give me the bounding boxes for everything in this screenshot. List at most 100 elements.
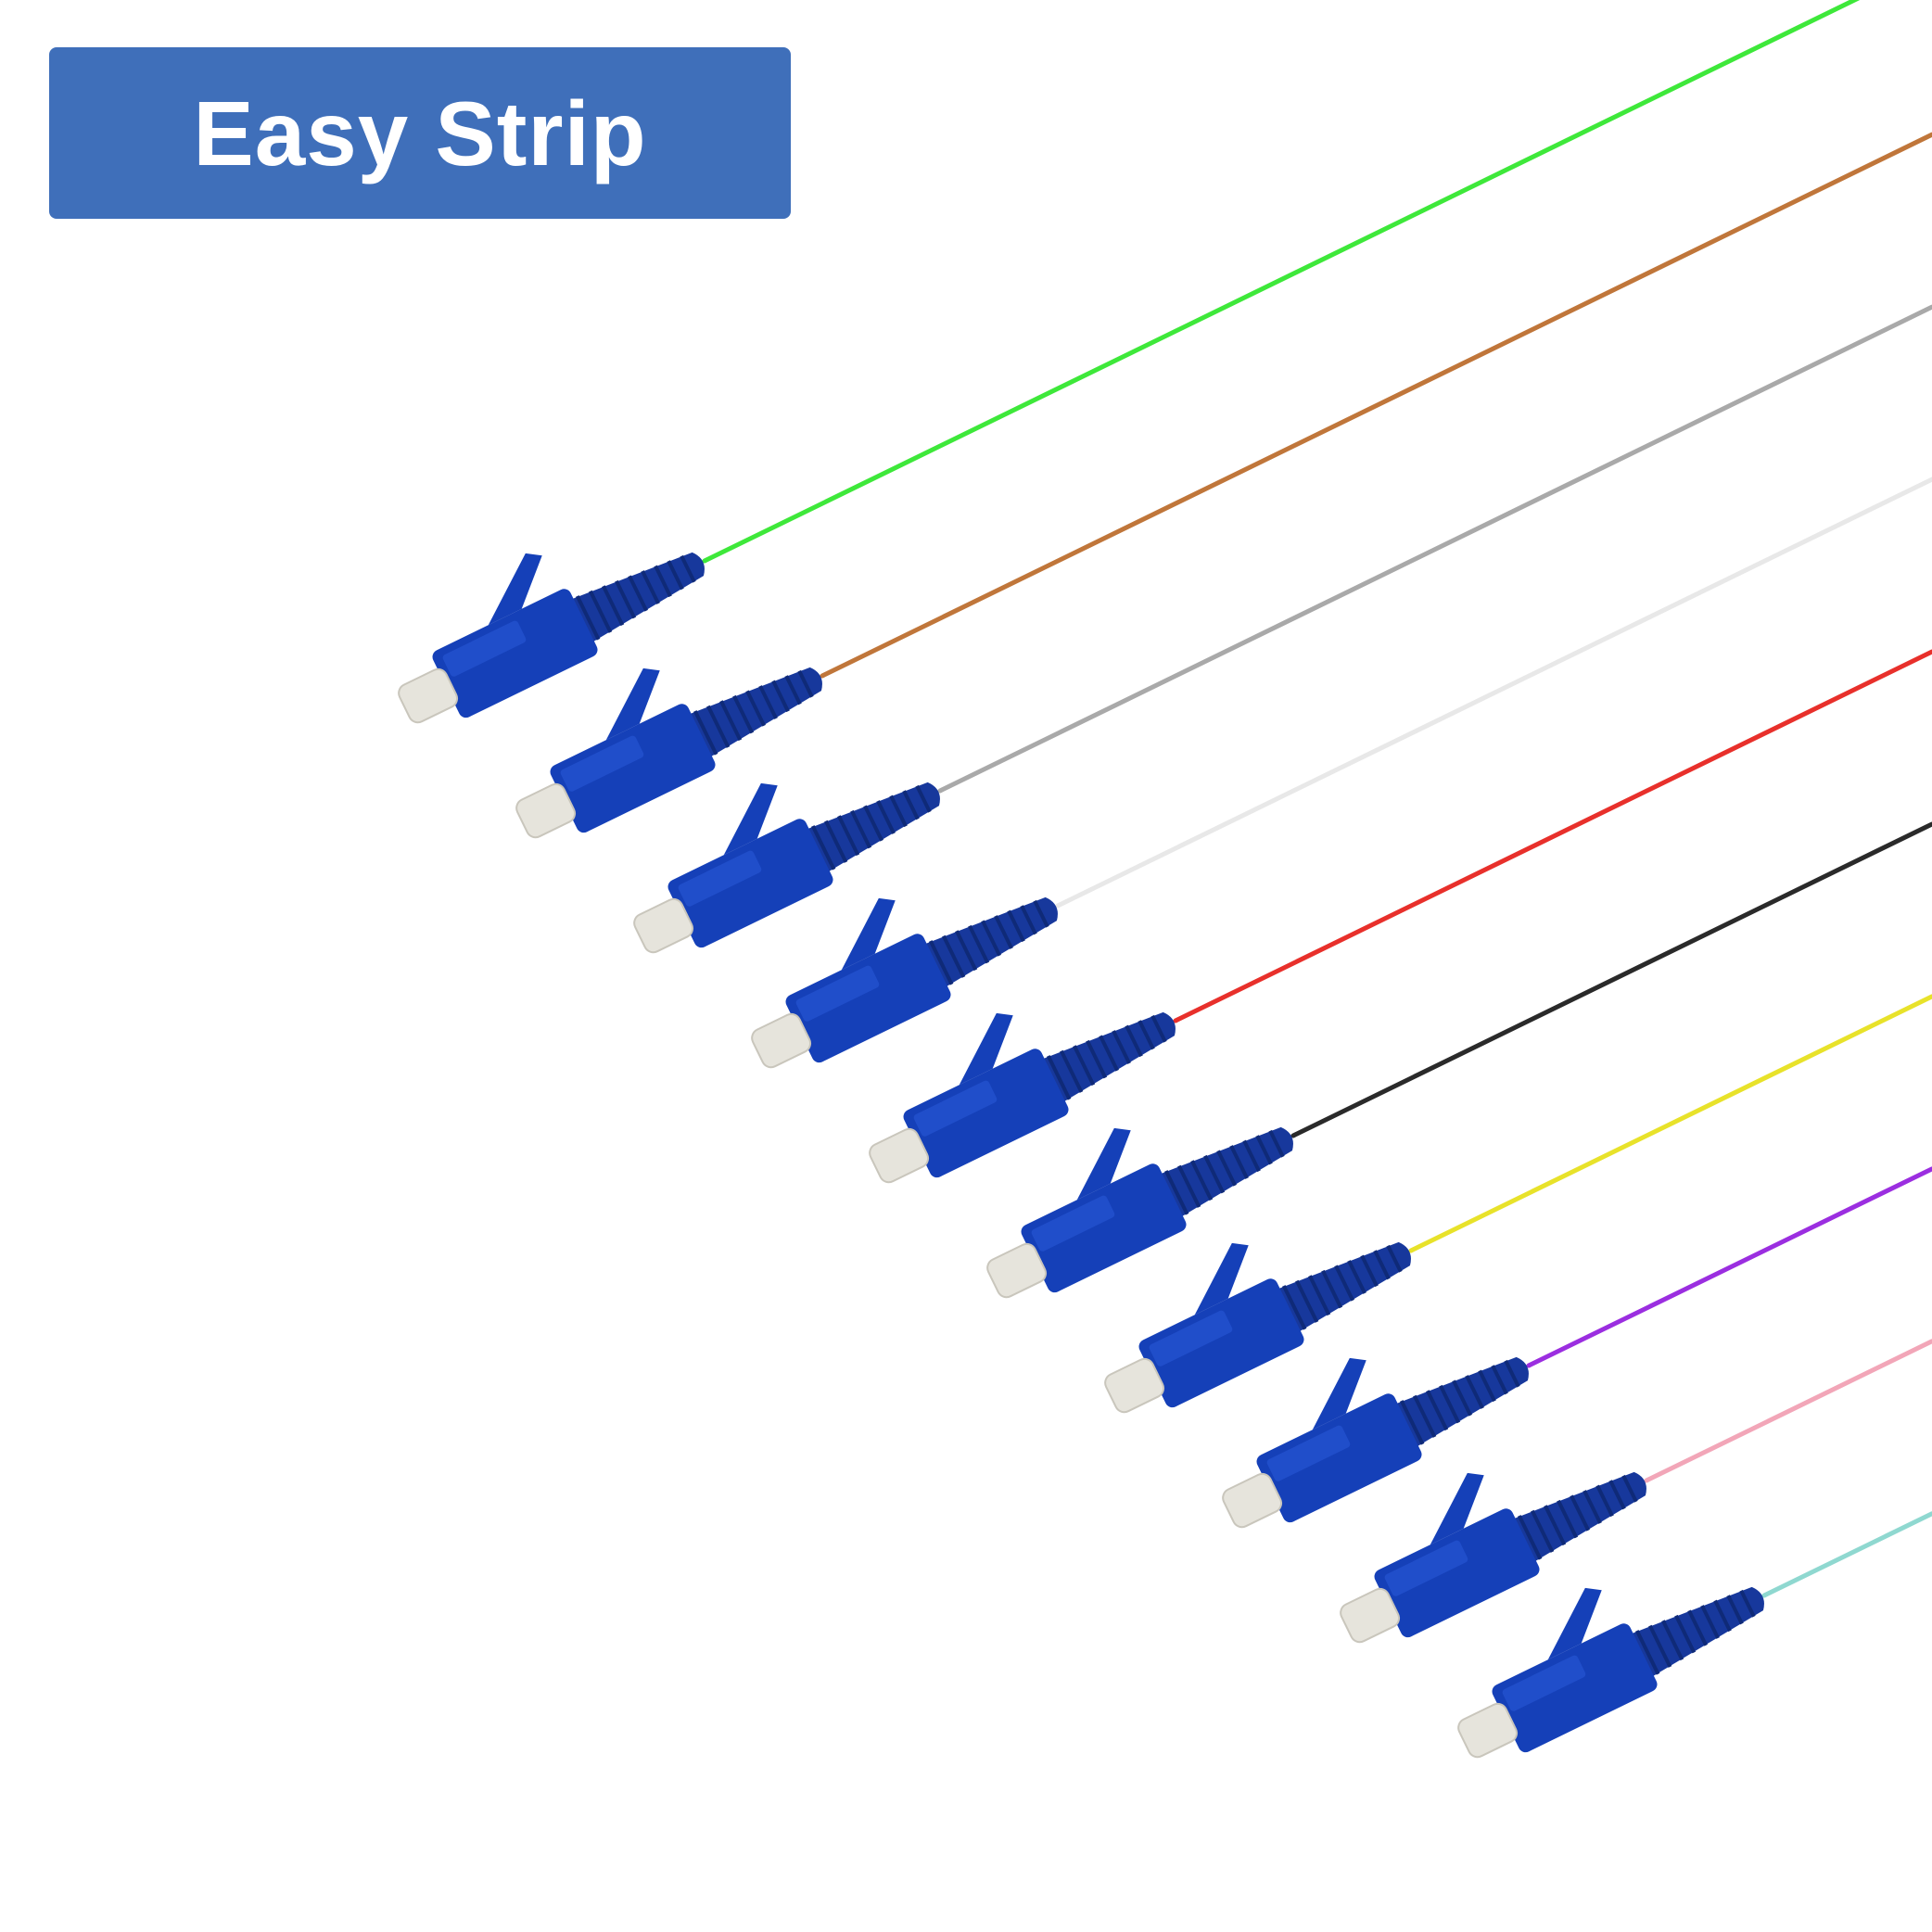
boot-rib bbox=[1112, 1030, 1131, 1064]
boot-rib bbox=[1099, 1035, 1120, 1072]
boot-rib bbox=[1347, 1260, 1366, 1294]
boot-rib bbox=[1255, 1135, 1273, 1165]
boot-rib bbox=[994, 915, 1013, 949]
boot-rib bbox=[863, 805, 884, 842]
body-highlight bbox=[1149, 1310, 1233, 1366]
connector-body bbox=[903, 1049, 1069, 1178]
boot-rib bbox=[641, 570, 660, 604]
connector-body bbox=[785, 934, 951, 1063]
body-highlight bbox=[560, 735, 644, 792]
boot-rib bbox=[693, 710, 718, 756]
boot-rib bbox=[745, 690, 767, 727]
connector-latch bbox=[605, 667, 660, 741]
boot-rib bbox=[784, 675, 802, 705]
boot-rib bbox=[1582, 1490, 1602, 1524]
body-highlight bbox=[1384, 1540, 1468, 1596]
body-highlight bbox=[1031, 1195, 1115, 1252]
boot-rib bbox=[1413, 1394, 1437, 1438]
boot-rib bbox=[1713, 1599, 1732, 1633]
badge-label: Easy Strip bbox=[193, 82, 647, 184]
boot-rib bbox=[589, 590, 613, 633]
connector-latch bbox=[1430, 1472, 1484, 1545]
connector-body bbox=[1021, 1163, 1187, 1293]
boot-rib bbox=[1360, 1254, 1379, 1288]
boot-rib bbox=[981, 920, 1002, 957]
lc-connector-9 bbox=[1340, 1471, 1646, 1644]
fiber-3 bbox=[937, 304, 1932, 794]
fiber-10 bbox=[1761, 1511, 1932, 1598]
boot-rib bbox=[1060, 1049, 1084, 1093]
connector-latch bbox=[1194, 1242, 1249, 1316]
lc-connector-5 bbox=[869, 1011, 1176, 1184]
boot-rib bbox=[1229, 1145, 1249, 1179]
boot-rib bbox=[1557, 1499, 1579, 1539]
connector-ferrule bbox=[633, 897, 694, 954]
boot-rib bbox=[902, 790, 920, 820]
boot-rib bbox=[628, 575, 649, 612]
connector-body bbox=[1374, 1508, 1540, 1638]
boot-rib bbox=[1386, 1244, 1403, 1273]
boot-rib bbox=[1007, 909, 1025, 943]
fiber-8 bbox=[1526, 1166, 1932, 1368]
boot-rib bbox=[1163, 1170, 1189, 1215]
fiber-1 bbox=[702, 0, 1861, 564]
connector-body bbox=[550, 704, 716, 833]
connectors-layer bbox=[398, 552, 1764, 1759]
boot-rib bbox=[575, 595, 601, 641]
lc-connector-7 bbox=[1104, 1241, 1411, 1414]
boot-rib bbox=[680, 554, 696, 583]
fiber-5 bbox=[1173, 649, 1932, 1023]
boot-rib bbox=[1125, 1024, 1143, 1058]
boot-rib bbox=[1687, 1609, 1709, 1646]
boot-rib bbox=[797, 669, 814, 698]
boot-rib bbox=[1621, 1474, 1638, 1503]
boot-rib bbox=[1033, 899, 1049, 928]
boot-rib bbox=[1334, 1265, 1355, 1302]
connector-ferrule bbox=[986, 1242, 1048, 1299]
boot-rib bbox=[1426, 1390, 1449, 1431]
body-highlight bbox=[913, 1080, 998, 1137]
lc-connector-3 bbox=[633, 782, 940, 954]
boot-rib bbox=[1321, 1269, 1343, 1309]
boot-rib bbox=[732, 694, 755, 734]
boot-rib bbox=[1439, 1384, 1461, 1424]
boot-rib bbox=[1203, 1154, 1226, 1194]
boot-rib bbox=[667, 560, 684, 591]
boot-rib bbox=[1295, 1279, 1319, 1323]
body-highlight bbox=[1502, 1655, 1586, 1711]
boot-rib bbox=[1190, 1160, 1214, 1201]
boot-rib bbox=[1150, 1014, 1167, 1043]
boot-rib bbox=[1739, 1589, 1756, 1618]
fiber-7 bbox=[1408, 994, 1932, 1253]
boot-rib bbox=[719, 700, 743, 742]
boot-rib bbox=[850, 809, 872, 849]
boot-rib bbox=[942, 934, 966, 978]
fiber-6 bbox=[1290, 821, 1932, 1138]
boot-rib bbox=[837, 815, 860, 857]
boot-rib bbox=[968, 924, 990, 964]
lc-connector-6 bbox=[986, 1126, 1293, 1299]
lc-connector-10 bbox=[1457, 1586, 1764, 1759]
boot-rib bbox=[1242, 1139, 1261, 1173]
boot-rib bbox=[1281, 1285, 1307, 1330]
connector-ferrule bbox=[1340, 1587, 1401, 1644]
connector-body bbox=[432, 589, 598, 718]
boot-rib bbox=[1452, 1379, 1473, 1417]
boot-rib bbox=[1648, 1624, 1672, 1668]
connector-latch bbox=[723, 782, 778, 856]
connector-latch bbox=[841, 897, 896, 971]
boot-rib bbox=[1531, 1509, 1555, 1553]
fiber-2 bbox=[820, 132, 1932, 679]
connector-body bbox=[667, 819, 833, 948]
boot-rib bbox=[1020, 905, 1037, 935]
boot-rib bbox=[1726, 1595, 1744, 1625]
connector-latch bbox=[1312, 1357, 1366, 1430]
fiber-9 bbox=[1644, 1339, 1932, 1483]
boot-rib bbox=[876, 800, 896, 834]
boot-rib bbox=[824, 820, 848, 863]
boot-rib bbox=[1544, 1505, 1567, 1546]
boot-rib bbox=[810, 825, 836, 871]
connector-body bbox=[1492, 1623, 1658, 1753]
boot-rib bbox=[1138, 1020, 1155, 1050]
